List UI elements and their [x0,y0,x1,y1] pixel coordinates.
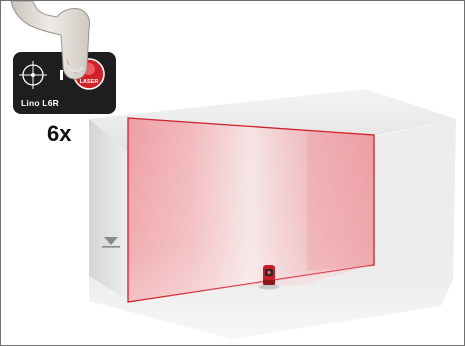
room-left-wall [89,119,129,301]
room-right-wall [373,119,456,279]
laser-floor-glow [128,265,373,302]
floor-level-marker-icon [102,237,120,248]
laser-right-wall-tint [307,132,374,271]
room-floor [89,264,453,339]
device-model-label: Lino L6R [21,98,59,108]
press-count-label: 6x [47,121,72,146]
pressing-finger-icon [10,1,90,80]
crosshair-icon [19,61,47,89]
laser-device-icon [259,265,279,290]
laser-plane-glow [128,118,374,302]
laser-line-outline [127,117,375,303]
laser-button-label: LASER [80,79,99,85]
separator-bar [60,70,63,80]
